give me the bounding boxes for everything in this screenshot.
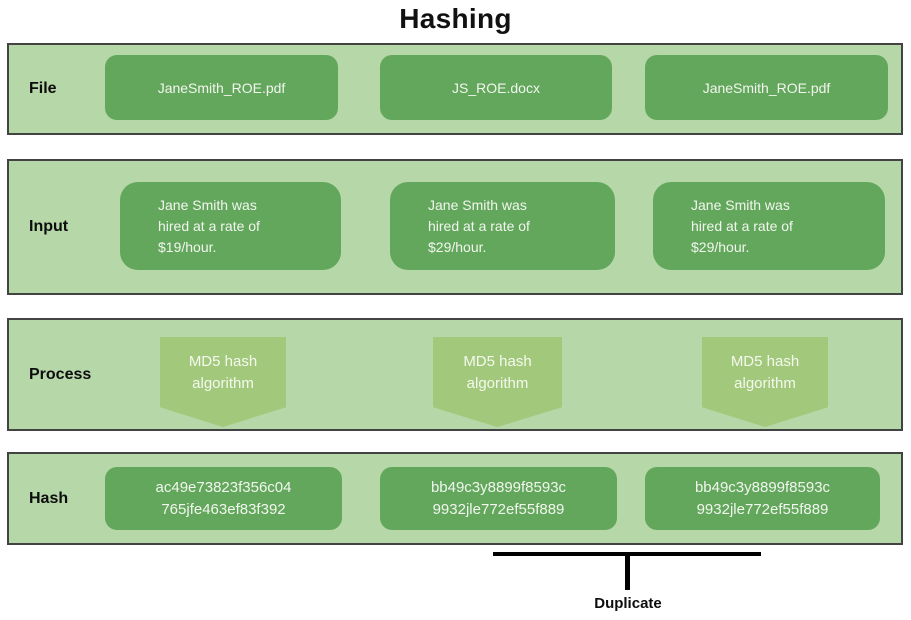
hash-box-3-line-1: bb49c3y8899f8593c (694, 478, 831, 496)
hash-row-label: Hash (29, 489, 69, 507)
process-row: Process MD5 hash algorithm MD5 hash algo… (7, 318, 903, 431)
process-shape-2: MD5 hash algorithm (433, 337, 562, 427)
process-row-label: Process (29, 365, 92, 383)
page-title: Hashing (399, 3, 512, 34)
duplicate-bracket-stem (625, 554, 630, 590)
file-box-3: JaneSmith_ROE.pdf (645, 55, 888, 120)
input-box-1-text: Jane Smith was hired at a rate of $19/ho… (158, 195, 260, 258)
process-shape-1: MD5 hash algorithm (160, 337, 286, 427)
process-shape-1-line-2: algorithm (192, 375, 254, 392)
duplicate-label: Duplicate (594, 595, 662, 612)
hash-box-3-line-2: 9932jle772ef55f889 (696, 500, 829, 518)
process-shape-1-line-1: MD5 hash (188, 353, 258, 370)
hash-box-2-line-2: 9932jle772ef55f889 (432, 500, 565, 518)
input-box-3: Jane Smith was hired at a rate of $29/ho… (653, 182, 885, 270)
input-box-2-line-2: hired at a rate of (428, 217, 530, 234)
file-box-1-text: JaneSmith_ROE.pdf (157, 79, 286, 96)
input-box-2-text: Jane Smith was hired at a rate of $29/ho… (428, 195, 530, 258)
hash-box-1-line-2: 765jfe463ef83f392 (161, 500, 286, 518)
file-box-1: JaneSmith_ROE.pdf (105, 55, 338, 120)
hash-box-2-line-1: bb49c3y8899f8593c (430, 478, 567, 496)
hash-box-3: bb49c3y8899f8593c 9932jle772ef55f889 (645, 467, 880, 530)
process-shape-2-line-2: algorithm (466, 375, 529, 392)
input-box-3-line-1: Jane Smith was (691, 196, 790, 213)
input-box-1-line-2: hired at a rate of (158, 217, 260, 234)
input-box-3-text: Jane Smith was hired at a rate of $29/ho… (691, 195, 793, 258)
process-shape-3: MD5 hash algorithm (702, 337, 828, 427)
input-row-label: Input (29, 218, 69, 235)
file-box-3-text: JaneSmith_ROE.pdf (702, 79, 831, 96)
process-shape-2-line-1: MD5 hash (463, 353, 532, 370)
process-shape-3-line-2: algorithm (734, 375, 796, 392)
hash-box-2: bb49c3y8899f8593c 9932jle772ef55f889 (380, 467, 617, 530)
input-box-3-line-3: $29/hour. (691, 238, 750, 255)
input-row: Input Jane Smith was hired at a rate of … (7, 159, 903, 295)
file-row-label: File (29, 80, 57, 97)
process-shape-3-line-1: MD5 hash (730, 353, 800, 370)
file-row: File JaneSmith_ROE.pdf JS_ROE.docx JaneS… (7, 43, 903, 135)
hash-box-1-line-1: ac49e73823f356c04 (155, 478, 292, 496)
hash-row: Hash ac49e73823f356c04 765jfe463ef83f392… (7, 452, 903, 545)
hash-box-1: ac49e73823f356c04 765jfe463ef83f392 (105, 467, 342, 530)
input-box-2-line-1: Jane Smith was (428, 196, 527, 213)
input-box-3-line-2: hired at a rate of (691, 217, 793, 234)
input-box-1: Jane Smith was hired at a rate of $19/ho… (120, 182, 341, 270)
input-box-1-line-3: $19/hour. (158, 238, 217, 255)
input-box-2: Jane Smith was hired at a rate of $29/ho… (390, 182, 615, 270)
input-box-2-line-3: $29/hour. (428, 238, 487, 255)
file-box-2: JS_ROE.docx (380, 55, 612, 120)
input-box-1-line-1: Jane Smith was (158, 196, 257, 213)
file-box-2-text: JS_ROE.docx (452, 79, 540, 96)
